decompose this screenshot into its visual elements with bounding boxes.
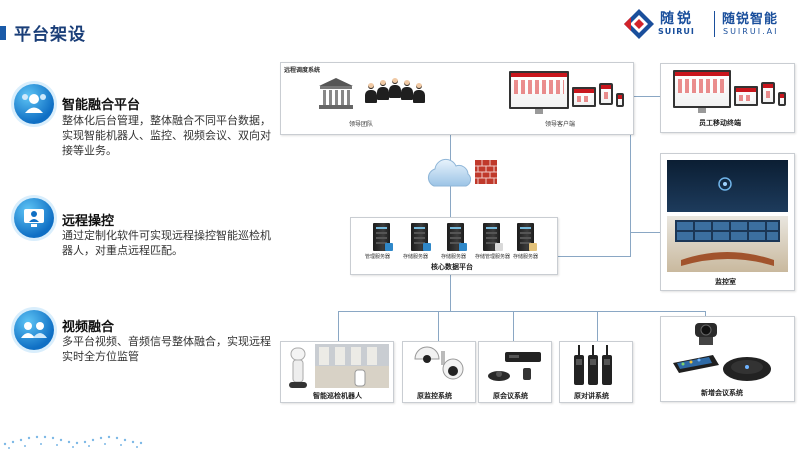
feature-desc-remote-control: 通过定制化软件可实现远程操控智能巡检机器人，对重点远程匹配。 — [62, 229, 271, 257]
leader-person-icon — [413, 83, 425, 103]
connector-core-to-right — [556, 256, 631, 257]
tablet-icon — [599, 83, 613, 105]
server-label: 存储管理服务器 — [475, 254, 511, 260]
page-title: 平台架设 — [14, 25, 86, 45]
connector-to-robot — [338, 311, 339, 341]
connector-to-employee — [630, 96, 660, 97]
logo-text-en: SUIRUI — [658, 27, 695, 36]
walkie-talkie-icon — [574, 345, 612, 385]
connector-core-down — [450, 275, 451, 311]
leader-person-icon — [389, 78, 401, 98]
people-network-icon — [14, 84, 54, 124]
meeting-people-icon — [14, 310, 54, 350]
suirui-logo-icon — [624, 9, 654, 39]
title-accent-bar — [0, 26, 6, 40]
remote-dispatch-title: 远程调度系统 — [284, 67, 321, 74]
remote-dispatch-box: 远程调度系统 领导团队 领导客户端 — [280, 62, 634, 135]
patrol-robot-icon — [289, 344, 389, 388]
monitor-system-label: 原监控系统 — [417, 392, 452, 400]
core-platform-label: 核心数据平台 — [431, 263, 473, 271]
meeting-system-label: 原会议系统 — [493, 392, 528, 400]
robot-system-label: 智能巡检机器人 — [313, 392, 362, 400]
control-room-label: 监控室 — [715, 278, 736, 286]
server-label: 存储服务器 — [403, 254, 429, 260]
logo-separator — [714, 11, 715, 37]
laptop-icon — [734, 86, 758, 106]
logo-text-en-ai: SUIRUI.AI — [723, 27, 779, 36]
server-label: 存储服务器 — [441, 254, 467, 260]
robot-system-box: 智能巡检机器人 — [280, 341, 394, 403]
logo-text-cn: 随锐 — [660, 11, 694, 27]
phone-icon — [616, 93, 624, 107]
server-label: 管理服务器 — [365, 254, 391, 260]
core-data-platform-box: 管理服务器 存储服务器 存储服务器 存储管理服务器 存储服务器 核心数据平台 — [350, 217, 558, 275]
connector-bottom-bus — [338, 311, 705, 312]
server-label: 存储服务器 — [513, 254, 539, 260]
meeting-system-box: 原会议系统 — [478, 341, 552, 403]
new-meeting-system-label: 新增会议系统 — [701, 389, 743, 397]
employee-terminal-box: 员工移动终端 — [660, 63, 795, 133]
decorative-dot-wave — [3, 435, 143, 449]
new-conference-camera-icon — [673, 323, 771, 381]
control-room-box: 监控室 — [660, 153, 795, 291]
control-room-photo-icon — [667, 160, 788, 272]
leader-person-icon — [365, 83, 377, 103]
logo-text-cn-ai: 随锐智能 — [722, 12, 779, 27]
laptop-icon — [572, 87, 596, 107]
feature-title-video-fusion: 视频融合 — [62, 320, 115, 335]
company-logo: 随锐 SUIRUI 随锐智能 SUIRUI.AI — [622, 6, 794, 42]
feature-desc-fusion-platform: 整体化后台管理，整体融合不同平台数据，实现智能机器人、监控、视频会议、双向对接等… — [62, 114, 271, 157]
connector-to-intercom — [597, 311, 598, 341]
feature-title-fusion-platform: 智能融合平台 — [62, 98, 141, 113]
leaders-label: 领导团队 — [349, 121, 374, 128]
connector-to-control-room — [630, 232, 660, 233]
connector-to-new-meeting — [705, 311, 706, 316]
employee-terminal-label: 员工移动终端 — [699, 119, 741, 127]
desktop-monitor-icon — [673, 70, 731, 108]
connector-right-vertical — [630, 96, 631, 256]
cctv-camera-icon — [414, 346, 464, 380]
leader-client-label: 领导客户端 — [545, 121, 576, 128]
feature-title-remote-control: 远程操控 — [62, 214, 115, 229]
leader-person-icon — [401, 80, 413, 100]
desktop-monitor-icon — [509, 71, 569, 109]
connector-to-meeting — [513, 311, 514, 341]
feature-desc-video-fusion: 多平台视频、音频信号整体融合，实现远程实时全方位监管 — [62, 335, 271, 363]
building-icon — [319, 78, 353, 109]
leader-person-icon — [377, 80, 389, 100]
connector-to-monitor — [438, 311, 439, 341]
new-meeting-system-box: 新增会议系统 — [660, 316, 795, 402]
monitor-system-box: 原监控系统 — [402, 341, 476, 403]
intercom-system-label: 原对讲系统 — [574, 392, 609, 400]
phone-icon — [778, 92, 786, 106]
tablet-icon — [761, 82, 775, 104]
firewall-icon — [475, 160, 497, 184]
intercom-system-box: 原对讲系统 — [559, 341, 633, 403]
conference-device-icon — [488, 352, 541, 381]
cloud-icon — [427, 158, 472, 187]
remote-operator-icon — [14, 198, 54, 238]
